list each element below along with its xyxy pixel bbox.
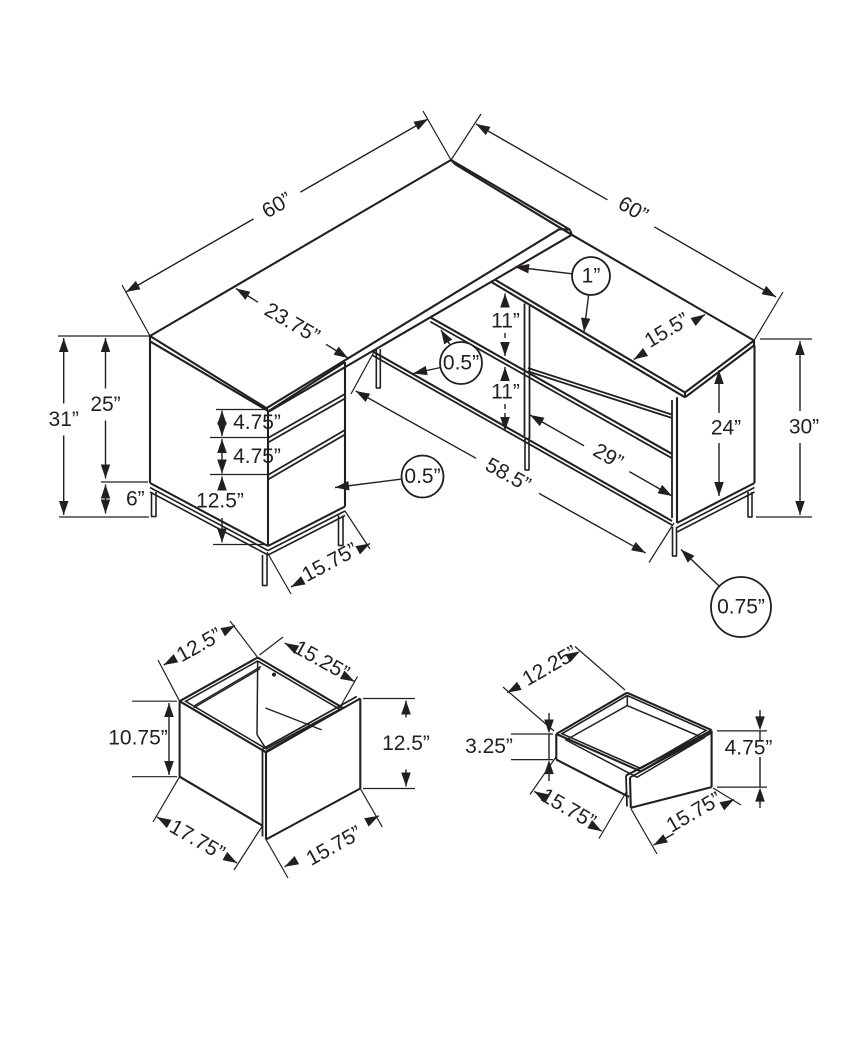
svg-text:3.25”: 3.25” — [465, 735, 513, 758]
svg-text:30”: 30” — [789, 416, 819, 439]
svg-text:0.5”: 0.5” — [404, 465, 440, 488]
svg-text:1”: 1” — [582, 265, 601, 288]
svg-text:24”: 24” — [711, 417, 741, 440]
svg-text:31”: 31” — [49, 408, 79, 431]
svg-text:25”: 25” — [90, 393, 120, 416]
svg-text:4.75”: 4.75” — [233, 411, 281, 434]
svg-text:12.5”: 12.5” — [196, 490, 244, 513]
svg-text:4.75”: 4.75” — [233, 445, 281, 468]
svg-text:10.75”: 10.75” — [108, 727, 168, 750]
svg-text:0.75”: 0.75” — [717, 596, 765, 619]
svg-text:0.5”: 0.5” — [443, 352, 479, 375]
svg-text:4.75”: 4.75” — [725, 737, 773, 760]
svg-text:6”: 6” — [126, 488, 145, 511]
svg-text:11”: 11” — [491, 310, 520, 333]
svg-text:11”: 11” — [491, 381, 520, 404]
svg-text:12.5”: 12.5” — [382, 732, 430, 755]
